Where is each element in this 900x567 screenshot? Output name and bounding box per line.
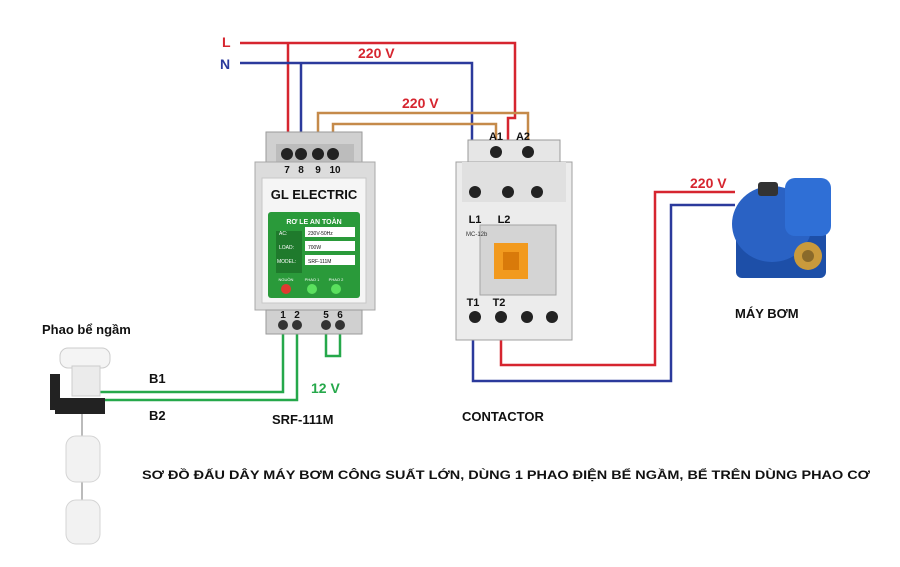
relay-indicator-float1: PHAO 1	[305, 277, 320, 282]
screw-icon	[335, 320, 345, 330]
relay-bottom-screws	[278, 320, 345, 330]
pump-caption: MÁY BƠM	[735, 306, 799, 321]
relay-spec-key-3: MODEL:	[277, 259, 296, 265]
relay-module	[254, 131, 376, 335]
pump-inlet	[758, 182, 778, 196]
contactor-terminal-a1: A1	[489, 131, 503, 143]
voltage-pump-label: 220 V	[690, 175, 727, 191]
neutral-label: N	[220, 56, 230, 72]
relay-spec-value-3: SRF-111M	[308, 259, 331, 265]
voltage-coil-label: 220 V	[402, 95, 439, 111]
contactor-terminal-t2: T2	[493, 297, 506, 309]
float-weight-top	[65, 435, 101, 483]
relay-terminal-5: 5	[323, 310, 329, 321]
pump-wire-t2	[499, 190, 735, 367]
relay-spec-key-2: LOAD:	[279, 245, 294, 251]
power-led-icon	[281, 284, 291, 294]
relay-spec-key-1: AC:	[279, 231, 287, 237]
live-label: L	[222, 34, 231, 50]
float-switch-title: Phao bể ngầm	[42, 322, 131, 337]
relay-terminal-10: 10	[329, 165, 341, 176]
contactor-caption: CONTACTOR	[462, 409, 544, 424]
diagram-description: SƠ ĐỒ ĐẤU DÂY MÁY BƠM CÔNG SUẤT LỚN, DÙN…	[142, 469, 870, 482]
voltage-top-label: 220 V	[358, 45, 395, 61]
float-switch-device	[50, 347, 111, 545]
relay-indicator-power: NGUỒN	[279, 277, 294, 282]
screw-icon	[490, 146, 502, 158]
pump-wire-t1	[471, 203, 735, 383]
voltage-sensor-label: 12 V	[311, 380, 340, 396]
screw-icon	[546, 311, 558, 323]
screw-icon	[521, 311, 533, 323]
screw-icon	[469, 311, 481, 323]
contactor-input-screws	[469, 186, 543, 198]
contactor-terminal-t1: T1	[467, 297, 480, 309]
relay-terminal-2: 2	[294, 310, 300, 321]
relay-terminal-9: 9	[315, 165, 321, 176]
relay-terminal-8: 8	[298, 165, 304, 176]
screw-icon	[531, 186, 543, 198]
screw-icon	[278, 320, 288, 330]
labels: L N 220 V 220 V 220 V 12 V GL ELECTRIC R…	[42, 34, 870, 482]
screw-icon	[327, 148, 339, 160]
float-wire-b2	[100, 326, 299, 402]
float-wire-label-b1: B1	[149, 371, 166, 386]
contactor-terminal-l1: L1	[469, 214, 482, 226]
contactor-device	[455, 139, 573, 341]
screw-icon	[281, 148, 293, 160]
float-weight-bottom	[65, 499, 101, 545]
contactor-output-screws	[469, 311, 558, 323]
terminal-bridge-5-6	[324, 326, 342, 358]
relay-brand: GL ELECTRIC	[271, 187, 358, 202]
relay-spec-value-2: 700W	[308, 245, 321, 251]
relay-spec-value-1: 230V-50Hz	[308, 231, 333, 237]
relay-terminal-6: 6	[337, 310, 343, 321]
relay-title: RƠ LE AN TOÀN	[286, 217, 341, 226]
float-wire-label-b2: B2	[149, 408, 166, 423]
relay-top-screws	[281, 148, 339, 160]
screw-icon	[312, 148, 324, 160]
screw-icon	[495, 311, 507, 323]
float-clamp	[55, 398, 105, 414]
float-wire-b1	[100, 326, 285, 394]
contactor-terminal-a2: A2	[516, 131, 530, 143]
float2-led-icon	[331, 284, 341, 294]
pump-device	[732, 178, 831, 278]
screw-icon	[295, 148, 307, 160]
relay-indicator-float2: PHAO 2	[329, 277, 344, 282]
contactor-terminal-l2: L2	[498, 214, 511, 226]
screw-icon	[321, 320, 331, 330]
relay-caption: SRF-111M	[272, 412, 333, 427]
relay-terminal-1: 1	[280, 310, 286, 321]
screw-icon	[502, 186, 514, 198]
contactor-model: MC-12b	[466, 232, 488, 238]
relay-terminal-7: 7	[284, 165, 290, 176]
float1-led-icon	[307, 284, 317, 294]
screw-icon	[292, 320, 302, 330]
screw-icon	[469, 186, 481, 198]
screw-icon	[522, 146, 534, 158]
